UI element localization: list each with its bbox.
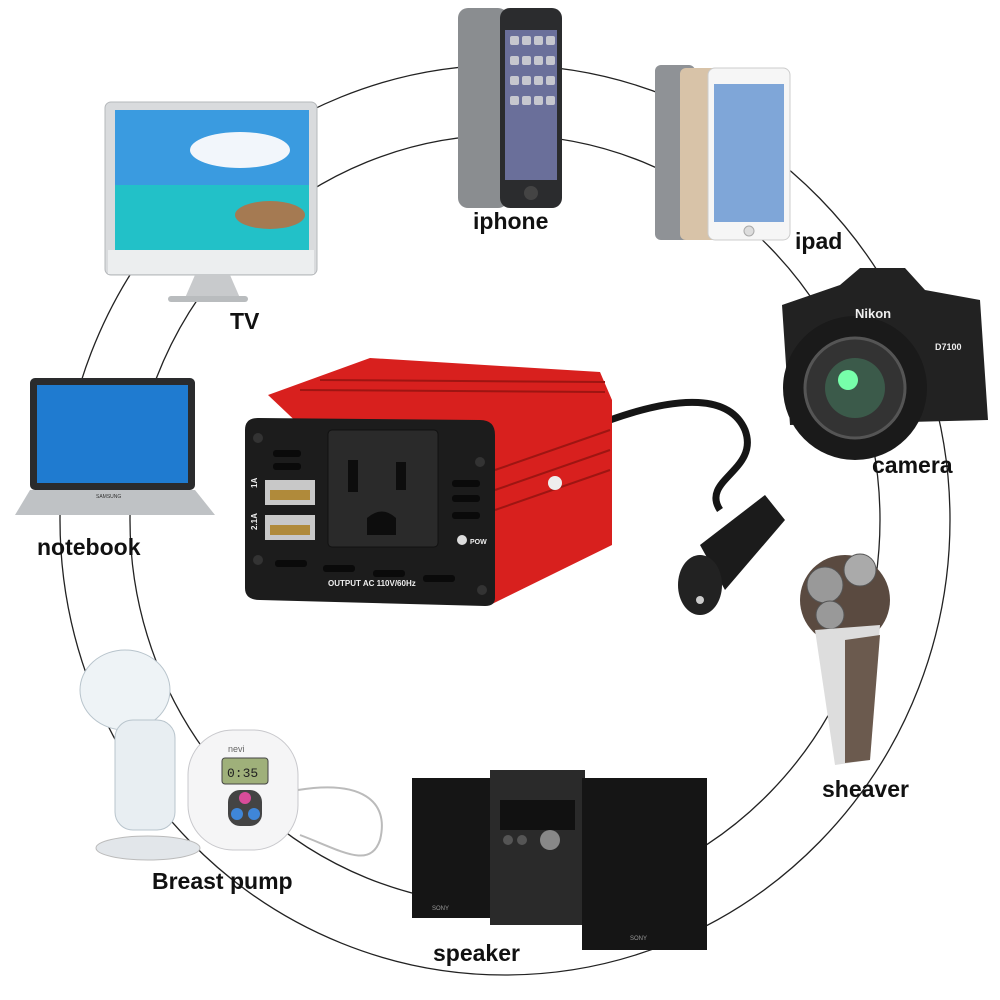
- label-sheaver: sheaver: [822, 776, 909, 802]
- tv-image: [104, 101, 318, 302]
- camera-image: Nikon D7100: [782, 268, 988, 460]
- shaver-image: [800, 553, 890, 765]
- label-breast-pump: Breast pump: [152, 868, 293, 894]
- label-camera: camera: [872, 452, 953, 478]
- inverter-image: POW OUTPUT AC 110V/60Hz 1A 2.1A: [245, 358, 612, 606]
- pump-brand-text: nevi: [228, 744, 245, 754]
- speaker-brand-left: SONY: [432, 906, 449, 912]
- pump-display-text: 0:35: [227, 766, 258, 781]
- notebook-image: SAMSUNG: [15, 378, 215, 515]
- power-label: POW: [470, 539, 487, 546]
- breast-pump-image: 0:35 nevi: [79, 649, 383, 861]
- label-speaker: speaker: [433, 940, 520, 966]
- speaker-brand-right: SONY: [630, 936, 647, 942]
- notebook-brand-text: SAMSUNG: [96, 494, 121, 500]
- usb-21a-label: 2.1A: [250, 513, 259, 530]
- camera-brand-text: Nikon: [855, 306, 891, 321]
- speaker-image: SONY SONY: [412, 770, 707, 950]
- output-label: OUTPUT AC 110V/60Hz: [328, 579, 416, 588]
- usb-1a-label: 1A: [250, 478, 259, 488]
- iphone-image: [458, 8, 562, 208]
- label-notebook: notebook: [37, 534, 141, 560]
- label-ipad: ipad: [795, 228, 843, 254]
- ipad-image: [655, 65, 791, 241]
- label-tv: TV: [230, 308, 260, 334]
- label-iphone: iphone: [473, 208, 549, 234]
- camera-model-text: D7100: [935, 342, 962, 352]
- cigarette-plug-image: [608, 398, 785, 615]
